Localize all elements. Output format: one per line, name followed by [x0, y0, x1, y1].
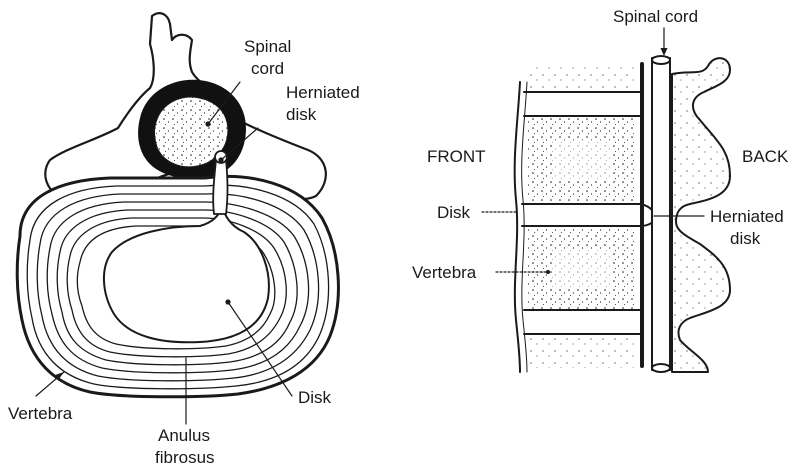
axial-section-view — [17, 13, 338, 424]
disk-band-top — [524, 92, 640, 116]
anterior-edge — [515, 82, 520, 372]
herniated-disk-right-line1: Herniated — [710, 207, 784, 226]
anulus-label-line2: fibrosus — [155, 448, 215, 467]
spinal-cord-column — [652, 58, 670, 370]
herniation-path — [213, 160, 227, 214]
disk-right-label: Disk — [437, 203, 471, 222]
spinal-cord-title-label: Spinal cord — [613, 7, 698, 26]
sagittal-section-view — [482, 28, 730, 372]
disk-band-bottom — [524, 310, 640, 334]
disk-label: Disk — [298, 388, 332, 407]
vertebra-label: Vertebra — [8, 404, 73, 423]
herniated-disk-label-line1: Herniated — [286, 83, 360, 102]
vertebra-right-label: Vertebra — [412, 263, 477, 282]
herniated-disk-label-line2: disk — [286, 105, 317, 124]
spinal-cord-label-line2: cord — [251, 59, 284, 78]
vertebral-body-bottom — [530, 336, 634, 368]
herniated-disk-right-line2: disk — [730, 229, 761, 248]
disk-band-middle — [522, 204, 640, 226]
vertebral-body-top — [530, 64, 634, 90]
back-label: BACK — [742, 147, 789, 166]
anulus-label-line1: Anulus — [158, 426, 210, 445]
spinal-cord-label-line1: Spinal — [244, 37, 291, 56]
front-label: FRONT — [427, 147, 486, 166]
